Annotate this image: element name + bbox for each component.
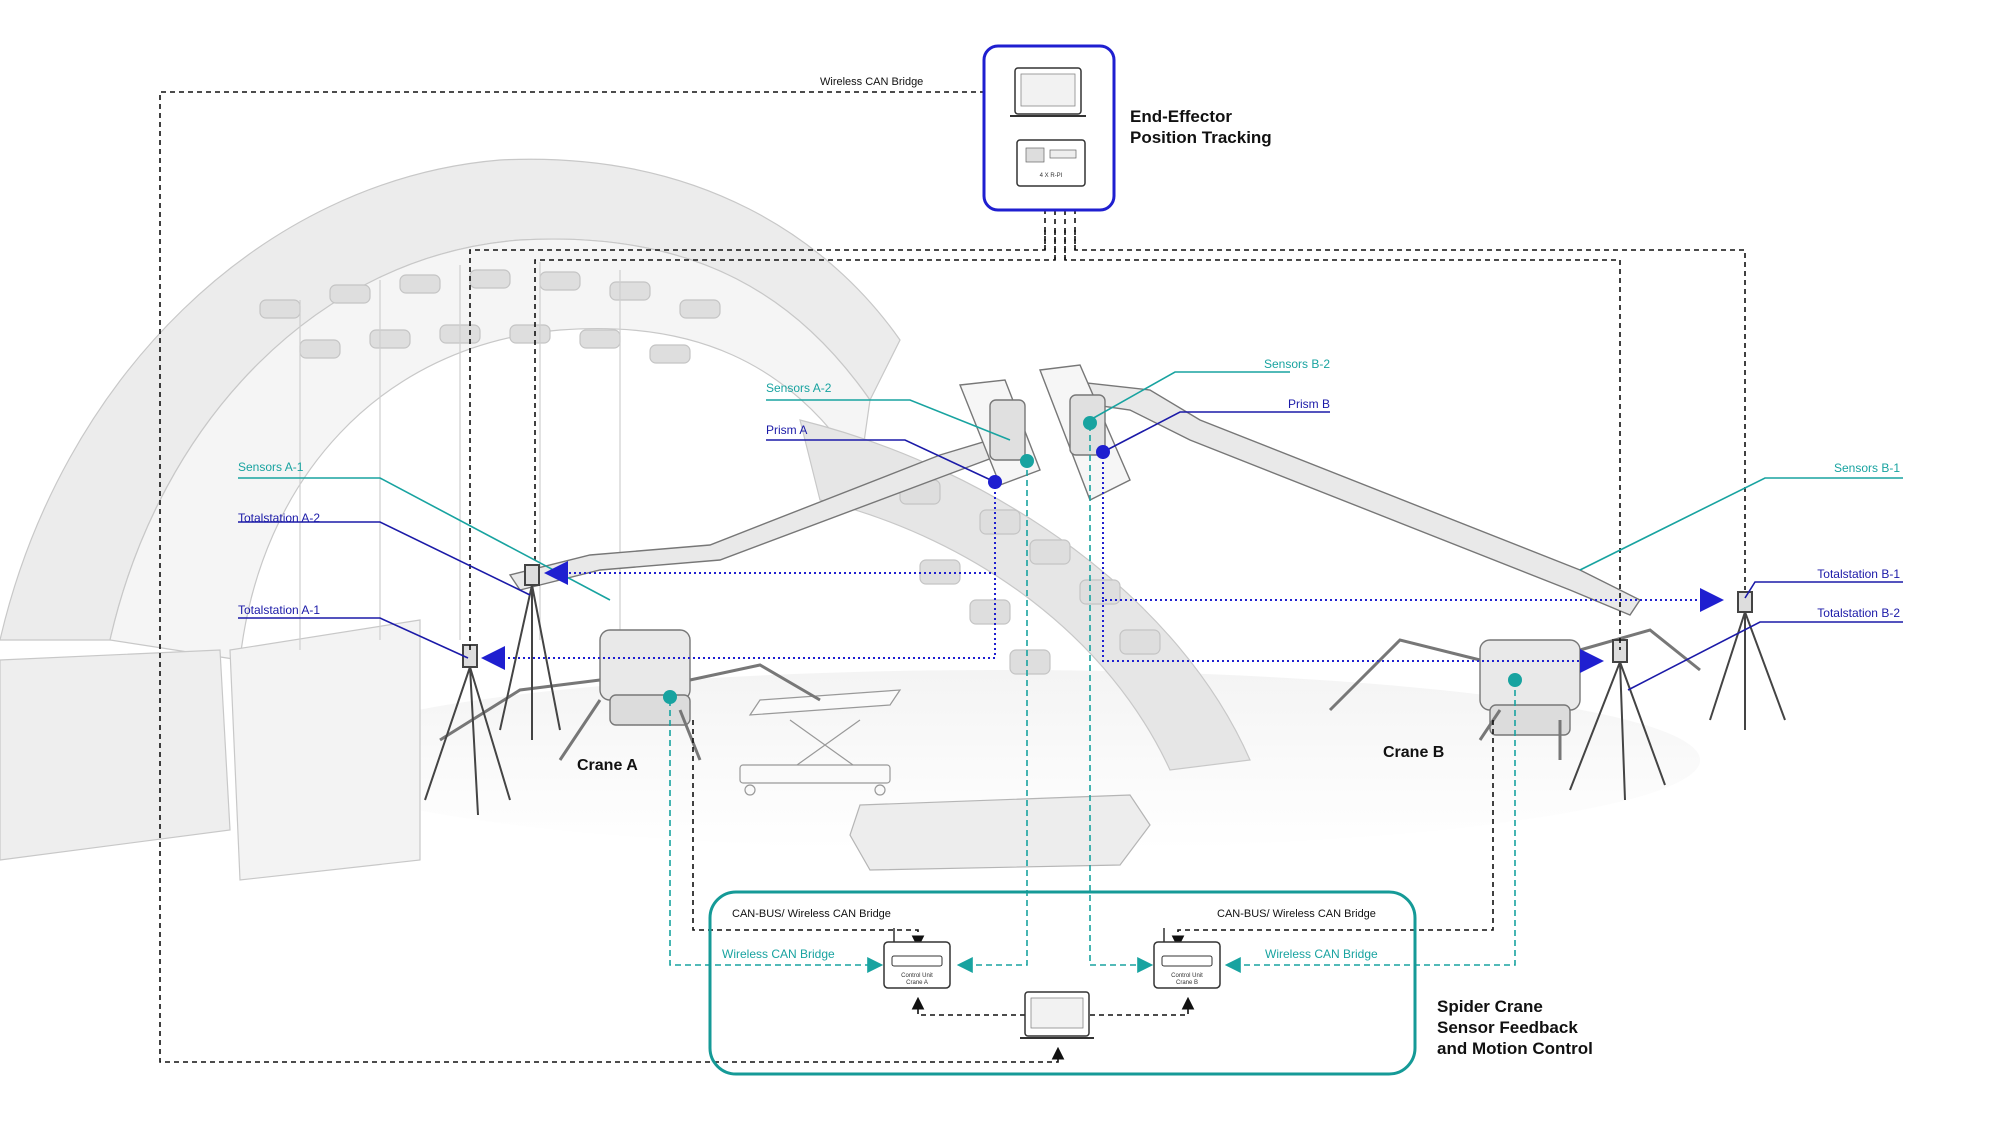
blue-leader-lines <box>238 411 1903 691</box>
control-a-line1: Control Unit <box>901 973 933 979</box>
canbus-left-label: CAN-BUS/ Wireless CAN Bridge <box>732 908 891 920</box>
tracking-laptop-icon <box>1010 67 1086 117</box>
spider-title-line1: Spider Crane <box>1437 997 1543 1016</box>
sensors-a1-label: Sensors A-1 <box>238 460 304 474</box>
prism-b-label: Prism B <box>1288 397 1330 411</box>
control-unit-a-icon: Control Unit Crane A <box>883 928 951 989</box>
prism-blue-lines <box>481 452 1724 673</box>
prism-dots <box>988 445 1110 489</box>
control-b-line1: Control Unit <box>1171 973 1203 979</box>
pi-device-label: 4 X R-PI <box>1040 173 1063 179</box>
control-unit-b-icon: Control Unit Crane B <box>1153 928 1221 989</box>
sensors-b1-label: Sensors B-1 <box>1834 461 1900 475</box>
teal-leader-lines <box>238 371 1903 601</box>
totalstation-b2-label: Totalstation B-2 <box>1817 606 1900 620</box>
raspberry-pi-icon: 4 X R-PI <box>1016 139 1086 187</box>
sensors-b2-label: Sensors B-2 <box>1264 357 1330 371</box>
prism-a-label: Prism A <box>766 423 807 437</box>
totalstation-b1-label: Totalstation B-1 <box>1817 567 1900 581</box>
control-laptop-icon <box>1020 991 1094 1039</box>
network-dashed-lines <box>159 91 1746 1063</box>
end-effector-title-line2: Position Tracking <box>1130 128 1272 147</box>
crane-b-label: Crane B <box>1383 744 1444 761</box>
totalstation-a1-label: Totalstation A-1 <box>238 603 320 617</box>
wireless-left-label: Wireless CAN Bridge <box>722 947 835 961</box>
sensor-teal-lines <box>669 425 1516 973</box>
spider-crane-control-box <box>708 890 1417 1076</box>
totalstation-a2-label: Totalstation A-2 <box>238 511 320 525</box>
canbus-right-label: CAN-BUS/ Wireless CAN Bridge <box>1217 908 1376 920</box>
sensors-a2-label: Sensors A-2 <box>766 381 832 395</box>
sensor-dots <box>663 416 1522 704</box>
end-effector-title-line1: End-Effector <box>1130 107 1232 126</box>
crane-a-label: Crane A <box>577 757 638 774</box>
crane-b-illustration <box>1039 364 1701 760</box>
crane-a-illustration <box>439 379 1041 761</box>
wireless-can-bridge-top-label: Wireless CAN Bridge <box>820 76 923 88</box>
spider-title-line3: and Motion Control <box>1437 1039 1593 1058</box>
control-b-line2: Crane B <box>1176 980 1198 986</box>
wireless-right-label: Wireless CAN Bridge <box>1265 947 1378 961</box>
spider-title-line2: Sensor Feedback <box>1437 1018 1578 1037</box>
control-a-line2: Crane A <box>906 980 928 986</box>
